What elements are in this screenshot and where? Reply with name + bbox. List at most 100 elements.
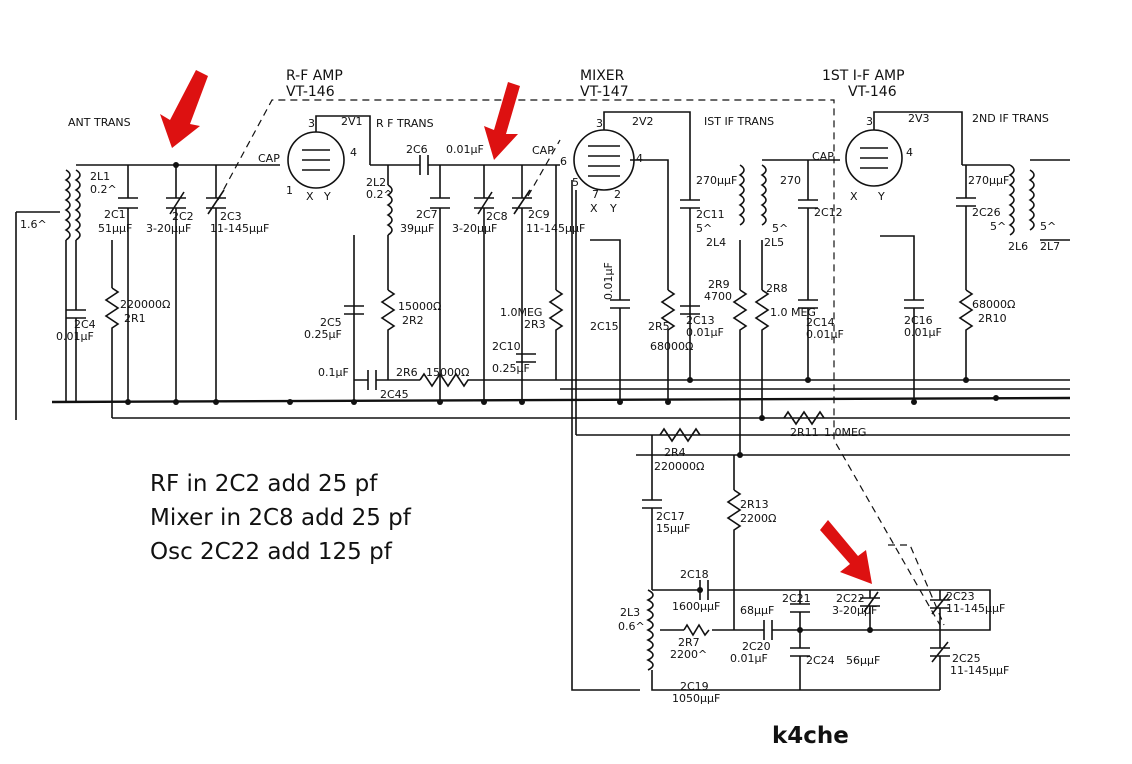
signature: k4che: [772, 723, 849, 749]
2l7-label: 2L7: [1040, 240, 1060, 253]
2l6-label: 2L6: [1008, 240, 1028, 253]
2c2-label: 2C2: [172, 210, 194, 223]
2l4-coil: [738, 164, 745, 226]
2l4-label: 2L4: [706, 236, 726, 249]
mixer-pin-6: 6: [560, 155, 567, 168]
2l5-value: 5^: [772, 222, 788, 235]
2c3-variable-capacitor: [206, 189, 226, 215]
2r2-label: 2R2: [402, 314, 424, 327]
2r9-label: 2R9: [708, 278, 730, 291]
2c6-value: 0.01µF: [446, 143, 484, 156]
2c45-label: 2C45: [380, 388, 409, 401]
2c3-value: 11-145µµF: [210, 222, 269, 235]
2c19-value: 1050µµF: [672, 692, 720, 705]
2c8-label: 2C8: [486, 210, 508, 223]
2r11-value: 1.0MEG: [824, 426, 866, 439]
2r4-value: 220000Ω: [654, 460, 704, 473]
2c7-label: 2C7: [416, 208, 438, 221]
2c45-value: 0.1µF: [318, 366, 349, 379]
2c4-label: 2C4: [74, 318, 96, 331]
2l2-label: 2L2: [366, 176, 386, 189]
2c20-capacitor: [763, 620, 773, 640]
2r6-value: 15000Ω: [426, 366, 469, 379]
2r13-value: 2200Ω: [740, 512, 776, 525]
if-pin-3: 3: [866, 115, 873, 128]
if-tube-ref: 2V3: [908, 112, 930, 125]
2r6-label: 2R6: [396, 366, 418, 379]
2c10-label: 2C10: [492, 340, 521, 353]
2c12-capacitor: [798, 199, 818, 209]
2c3-label: 2C3: [220, 210, 242, 223]
rf-amp-title: R-F AMP VT-146: [286, 68, 343, 100]
2c21-capacitor: [790, 603, 810, 613]
mixer-tube: VT-147: [580, 84, 629, 100]
2r13-resistor: [726, 489, 742, 540]
2l3-coil: [646, 589, 654, 671]
2l3-label: 2L3: [620, 606, 640, 619]
arrow-2c2: [160, 70, 208, 148]
if-pin-y: Y: [877, 190, 885, 203]
2c15-label: 2C15: [590, 320, 619, 333]
2l6-value: 5^: [990, 220, 1006, 233]
rf-pin-y: Y: [323, 190, 331, 203]
2l1-primary-coil: [64, 169, 71, 241]
2c24-label: 2C24: [806, 654, 835, 667]
if-tube-cap: CAP: [812, 150, 834, 163]
2c17-value: 15µµF: [656, 522, 690, 535]
2l2-coil: [386, 184, 393, 236]
2r8-label: 2R8: [766, 282, 788, 295]
2c24-capacitor: [790, 647, 810, 657]
mixer-pin-7: 7: [592, 188, 599, 201]
rf-amp-tube: VT-146: [286, 84, 335, 100]
2c6-label: 2C6: [406, 143, 428, 156]
note-osc: Osc 2C22 add 125 pf: [150, 539, 393, 565]
2c9-label: 2C9: [528, 208, 550, 221]
rf-pin-4: 4: [350, 146, 357, 159]
2c14-label: 2C14: [806, 316, 835, 329]
2c17-label: 2C17: [656, 510, 685, 523]
2r7-value: 2200^: [670, 648, 707, 661]
input-coil-value: 1.6^: [20, 218, 47, 231]
mixer-tube-ref: 2V2: [632, 115, 654, 128]
2c25-value: 11-145µµF: [950, 664, 1009, 677]
2c10-capacitor: [516, 353, 536, 363]
2c26-capacitor: [956, 197, 976, 207]
2r6-resistor: [419, 372, 560, 388]
2r11-label: 2R11: [790, 426, 819, 439]
rf-pin-x: X: [306, 190, 314, 203]
ground-bus: [51, 396, 1071, 404]
2r5-resistor: [660, 289, 676, 340]
2l6-coil: [1008, 164, 1015, 236]
2c23-label: 2C23: [946, 590, 975, 603]
2c13-capacitor: [680, 305, 700, 315]
2r13-label: 2R13: [740, 498, 769, 511]
rf-trans-label: R F TRANS: [376, 117, 434, 130]
2l7-coil: [1028, 169, 1035, 231]
2l3-value: 0.6^: [618, 620, 645, 633]
if-amp-title: 1ST I-F AMP VT-146: [822, 68, 905, 100]
2c20-value: 0.01µF: [730, 652, 768, 665]
mixer-tube-cap: CAP: [532, 144, 554, 157]
gang-line-mixer: [527, 139, 561, 197]
2c19-label: 2C19: [680, 680, 709, 693]
if-amp-label: 1ST I-F AMP: [822, 68, 905, 84]
2c15-value: 0.01µF: [602, 262, 615, 300]
rf-amp-label: R-F AMP: [286, 68, 343, 84]
rf-pin-1: 1: [286, 184, 293, 197]
gang-line-osc: [888, 544, 945, 626]
mixer-pin-y: Y: [609, 202, 617, 215]
if-pin-4: 4: [906, 146, 913, 159]
2l7-value: 5^: [1040, 220, 1056, 233]
2r2-resistor: [380, 289, 396, 340]
2c12-value: 270: [780, 174, 801, 187]
2r11-resistor: [783, 410, 825, 426]
rf-amp-tube-2v1: [287, 115, 371, 189]
2c13-label: 2C13: [686, 314, 715, 327]
2r8-resistor: [754, 289, 770, 338]
2r10-resistor: [958, 289, 974, 380]
2r9-resistor: [732, 289, 748, 338]
2c11-value: 270µµF: [696, 174, 737, 187]
2c45-capacitor: [367, 370, 377, 390]
2l2-value: 0.2^: [366, 188, 393, 201]
mixer-title: MIXER VT-147: [580, 68, 629, 100]
